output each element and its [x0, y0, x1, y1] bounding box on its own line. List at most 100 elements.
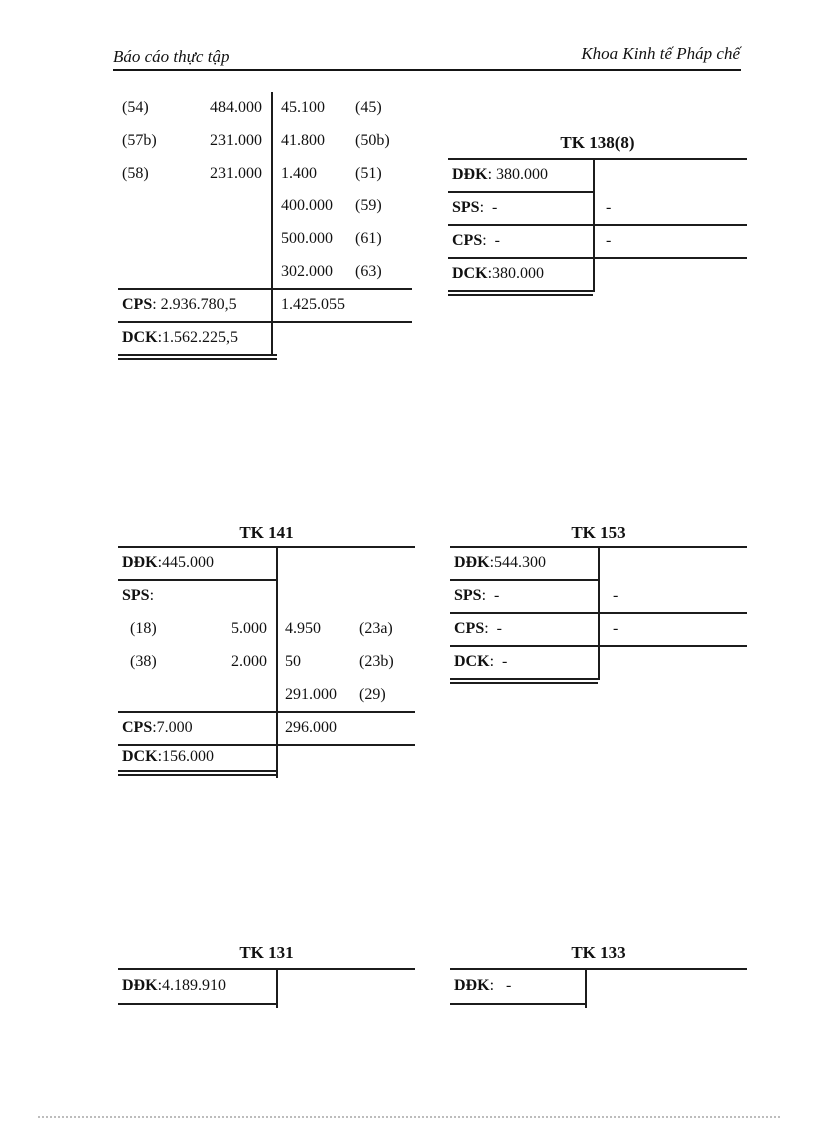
entry-amount: 231.000 [210, 132, 262, 150]
ddk-value: :544.300 [489, 553, 547, 571]
debit-entry-row: (38) 2.000 [130, 645, 267, 678]
entry-ref: (23b) [359, 652, 394, 670]
dck-row: DCK:380.000 [448, 257, 747, 290]
top-rule [118, 546, 415, 548]
sps-value: : - [481, 586, 500, 604]
cps-label: CPS [122, 295, 153, 313]
entry-ref: (57b) [122, 132, 157, 150]
closing-double-rule [118, 354, 277, 360]
ddk-value: : - [489, 976, 512, 994]
ddk-label: DĐK [454, 553, 490, 571]
left-rule [448, 191, 593, 193]
entry-ref: (51) [355, 164, 382, 182]
credit-entry-row: 291.000 (29) [285, 678, 413, 711]
entry-amount: 231.000 [210, 164, 262, 182]
full-rule [450, 645, 747, 647]
cps-value: :7.000 [152, 718, 193, 736]
header-left-title: Báo cáo thực tập [113, 47, 230, 66]
left-rule [118, 1003, 276, 1005]
debit-entry-row: (54) 484.000 [122, 92, 262, 125]
ddk-value: :445.000 [157, 553, 215, 571]
dck-value: :380.000 [487, 264, 545, 282]
ddk-value: : 380.000 [487, 165, 549, 183]
ddk-value: :4.189.910 [157, 976, 227, 994]
dck-value: :156.000 [157, 748, 215, 765]
cps-value: : - [482, 231, 501, 249]
credit-entry-row: 1.400 (51) [281, 157, 409, 190]
full-rule [118, 744, 415, 746]
cps-value: : 2.936.780,5 [152, 295, 237, 313]
t-account-continuation: (54) 484.000 (57b) 231.000 (58) 231.000 … [118, 92, 412, 362]
rule-above-cps [118, 288, 412, 290]
t-account-divider [271, 92, 273, 355]
credit-entry-row: 302.000 (63) [281, 256, 409, 289]
credit-entry-row: 41.800 (50b) [281, 125, 409, 158]
dck-row: DCK:156.000 [118, 744, 415, 770]
cps-row: CPS: 2.936.780,5 1.425.055 [118, 288, 412, 321]
cps-value: : - [484, 619, 503, 637]
sps-credit-value: - [613, 586, 619, 604]
entry-ref: (38) [130, 652, 157, 670]
rule-above-dck [118, 321, 412, 323]
ddk-row: DĐK:4.189.910 [118, 968, 415, 1003]
t-account-tk153: TK 153 DĐK:544.300 SPS: - - CPS: - - DCK… [450, 522, 747, 687]
dck-label: DCK [122, 328, 158, 346]
sps-row: SPS: - - [450, 579, 747, 612]
account-title: TK 131 [239, 943, 294, 962]
closing-double-rule [450, 678, 598, 684]
entry-amount: 500.000 [281, 230, 333, 248]
entry-amount: 5.000 [231, 619, 267, 637]
top-rule [450, 968, 747, 970]
ddk-label: DĐK [122, 553, 158, 571]
left-rule [450, 1003, 585, 1005]
sps-label: SPS [452, 198, 480, 216]
entry-amount: 291.000 [285, 685, 337, 703]
cps-row: CPS:7.000 296.000 [118, 711, 415, 744]
entry-ref: (45) [355, 99, 382, 117]
cps-label: CPS [122, 718, 153, 736]
cps-row: CPS: - - [448, 224, 747, 257]
top-rule [448, 158, 747, 160]
footer-dotted-line [38, 1116, 780, 1118]
cps-row: CPS: - - [450, 612, 747, 645]
dck-label: DCK [454, 652, 490, 670]
full-rule [450, 612, 747, 614]
debit-entry-row: (57b) 231.000 [122, 125, 262, 158]
ddk-label: DĐK [452, 165, 488, 183]
entry-ref: (29) [359, 685, 386, 703]
entry-amount: 41.800 [281, 132, 325, 150]
credit-entry-row: 45.100 (45) [281, 92, 409, 125]
ddk-row: DĐK:445.000 [118, 546, 415, 579]
entry-amount: 1.400 [281, 164, 317, 182]
dck-label: DCK [122, 748, 158, 765]
sps-value: : [149, 586, 155, 604]
dck-value: : - [489, 652, 508, 670]
header-right-title: Khoa Kinh tế Pháp chế [581, 44, 740, 63]
entry-amount: 484.000 [210, 99, 262, 117]
entry-ref: (54) [122, 99, 149, 117]
dck-row: DCK: - [450, 645, 747, 678]
sps-label: SPS [122, 586, 150, 604]
account-title: TK 141 [239, 523, 294, 542]
t-account-tk133: TK 133 DĐK: - [450, 942, 747, 1012]
t-account-divider [585, 968, 587, 1008]
full-rule [118, 711, 415, 713]
dck-label: DCK [452, 264, 488, 282]
debit-entry-row: (58) 231.000 [122, 157, 262, 190]
closing-double-rule [118, 770, 277, 776]
entry-amount: 302.000 [281, 262, 333, 280]
sps-value: : - [479, 198, 498, 216]
ddk-row: DĐK: - [450, 968, 747, 1003]
closing-double-rule [448, 290, 593, 296]
cps-credit-value: - [606, 231, 612, 249]
credit-entry-row: 400.000 (59) [281, 190, 409, 223]
full-rule [448, 257, 747, 259]
entry-ref: (23a) [359, 619, 393, 637]
cps-label: CPS [454, 619, 485, 637]
entry-ref: (50b) [355, 132, 390, 150]
ddk-row: DĐK:544.300 [450, 546, 747, 579]
account-title: TK 133 [571, 943, 626, 962]
entry-ref: (18) [130, 619, 157, 637]
dck-row: DCK:1.562.225,5 [118, 321, 412, 354]
t-account-divider [276, 968, 278, 1008]
